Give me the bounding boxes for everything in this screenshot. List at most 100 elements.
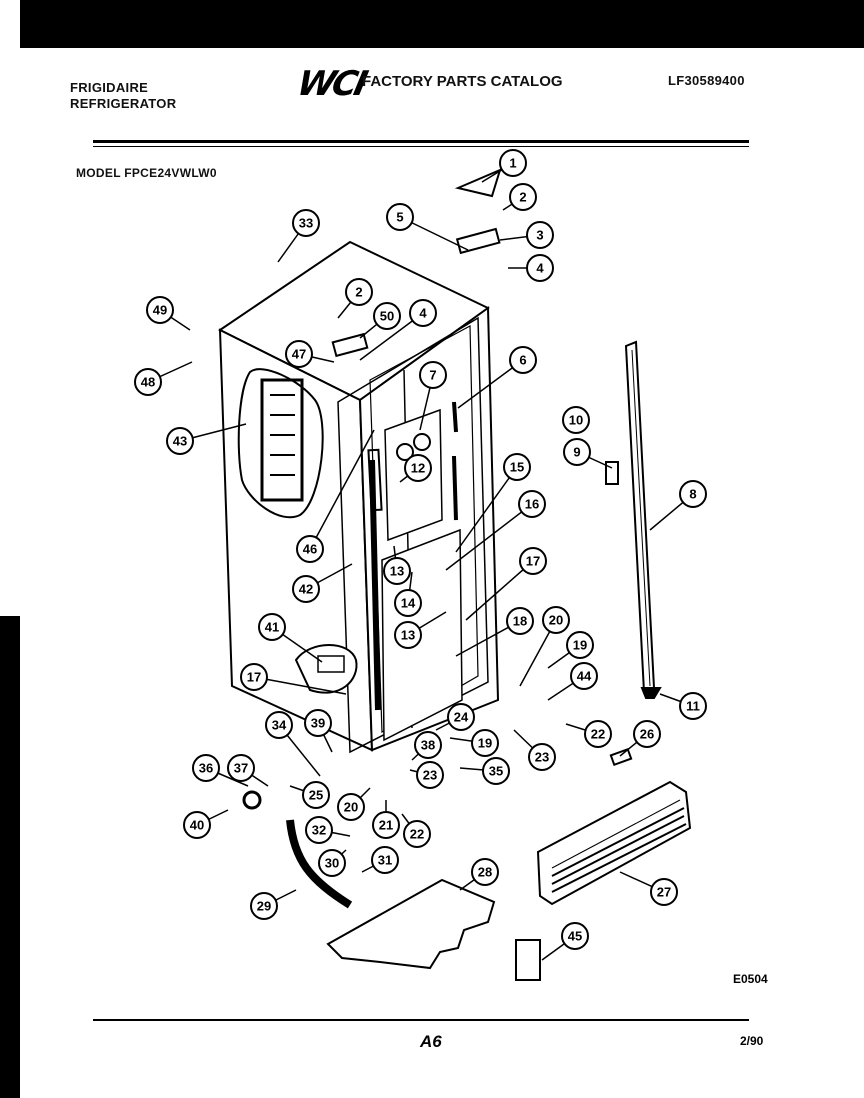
callout-27: 27: [619, 871, 678, 906]
callout-13: 13: [383, 545, 411, 585]
callout-number: 2: [355, 285, 362, 300]
callout-8: 8: [649, 480, 707, 531]
callout-30: 30: [318, 849, 347, 877]
page-number: A6: [420, 1032, 442, 1051]
callout-12: 12: [399, 454, 432, 483]
callout-number: 47: [292, 347, 306, 362]
callout-number: 15: [510, 460, 524, 475]
callout-number: 3: [536, 228, 543, 243]
callout-number: 39: [311, 716, 325, 731]
callout-21: 21: [372, 800, 400, 839]
callout-number: 30: [325, 856, 339, 871]
model-label: MODEL FPCE24VWLW0: [76, 166, 217, 180]
callout-circle: [499, 149, 527, 177]
callout-number: 9: [573, 445, 580, 460]
catalog-title: FACTORY PARTS CATALOG: [362, 73, 563, 90]
callout-circle: [526, 254, 554, 282]
footer-rule: [93, 1019, 749, 1021]
callout-26: 26: [619, 720, 661, 757]
callout-43: 43: [166, 423, 247, 455]
scan-border-top: [20, 0, 864, 48]
callout-circle: [146, 296, 174, 324]
cabinet-drawing: [218, 168, 692, 981]
callout-9: 9: [563, 438, 613, 469]
callout-number: 34: [272, 718, 287, 733]
callout-circle: [503, 453, 531, 481]
callout-16: 16: [445, 490, 546, 571]
callout-48: 48: [134, 361, 193, 396]
callout-number: 31: [378, 853, 392, 868]
callout-number: 36: [199, 761, 213, 776]
callout-19: 19: [449, 729, 499, 757]
callout-number: 14: [401, 596, 416, 611]
callout-number: 23: [535, 750, 549, 765]
callout-number: 41: [265, 620, 279, 635]
callout-circle: [633, 720, 661, 748]
callout-50: 50: [359, 302, 401, 339]
callout-circle: [570, 662, 598, 690]
callout-number: 43: [173, 434, 187, 449]
callout-44: 44: [547, 662, 598, 701]
callout-circle: [227, 754, 255, 782]
callout-number: 23: [423, 768, 437, 783]
callout-22: 22: [565, 720, 612, 748]
callout-circle: [192, 754, 220, 782]
callout-37: 37: [227, 754, 269, 787]
callout-number: 4: [536, 261, 544, 276]
callout-number: 17: [526, 554, 540, 569]
callout-number: 50: [380, 309, 394, 324]
callout-32: 32: [305, 816, 351, 844]
callout-circle: [650, 878, 678, 906]
callout-circle: [371, 846, 399, 874]
leader-line: [445, 503, 533, 571]
callout-circle: [403, 820, 431, 848]
callout-4: 4: [359, 299, 437, 361]
callout-number: 40: [190, 818, 204, 833]
callout-number: 49: [153, 303, 167, 318]
callout-circle: [584, 720, 612, 748]
callout-4: 4: [508, 254, 554, 282]
callout-circle: [414, 731, 442, 759]
callout-22: 22: [401, 813, 431, 848]
callout-circle: [566, 631, 594, 659]
callout-number: 17: [247, 670, 261, 685]
callout-number: 22: [591, 727, 605, 742]
callout-13: 13: [394, 611, 447, 649]
callout-14: 14: [394, 571, 422, 617]
callout-circle: [292, 575, 320, 603]
leader-line: [309, 429, 375, 550]
callout-number: 22: [410, 827, 424, 842]
callout-circle: [518, 490, 546, 518]
callout-number: 6: [519, 353, 526, 368]
callout-23: 23: [513, 729, 556, 771]
callout-3: 3: [499, 221, 554, 249]
callout-circle: [471, 729, 499, 757]
callout-circle: [394, 589, 422, 617]
callout-number: 27: [657, 885, 671, 900]
callout-40: 40: [183, 809, 229, 839]
callout-number: 10: [569, 413, 583, 428]
callout-circle: [471, 858, 499, 886]
callout-number: 19: [478, 736, 492, 751]
callout-19: 19: [547, 631, 594, 669]
callout-circle: [265, 711, 293, 739]
callout-31: 31: [361, 846, 399, 874]
callout-circle: [561, 922, 589, 950]
callout-number: 35: [489, 764, 503, 779]
callout-circle: [166, 427, 194, 455]
callout-number: 44: [577, 669, 592, 684]
callout-17: 17: [465, 547, 547, 621]
callout-38: 38: [411, 731, 442, 761]
callout-circle: [345, 278, 373, 306]
leader-line: [465, 560, 534, 621]
catalog-number: LF30589400: [668, 73, 745, 88]
callout-42: 42: [292, 563, 353, 603]
callout-10: 10: [562, 406, 590, 434]
callout-circle: [285, 340, 313, 368]
callout-number: 2: [519, 190, 526, 205]
callout-number: 21: [379, 818, 393, 833]
callout-circle: [372, 811, 400, 839]
callout-number: 28: [478, 865, 492, 880]
leader-line: [253, 676, 347, 695]
callout-circle: [250, 892, 278, 920]
